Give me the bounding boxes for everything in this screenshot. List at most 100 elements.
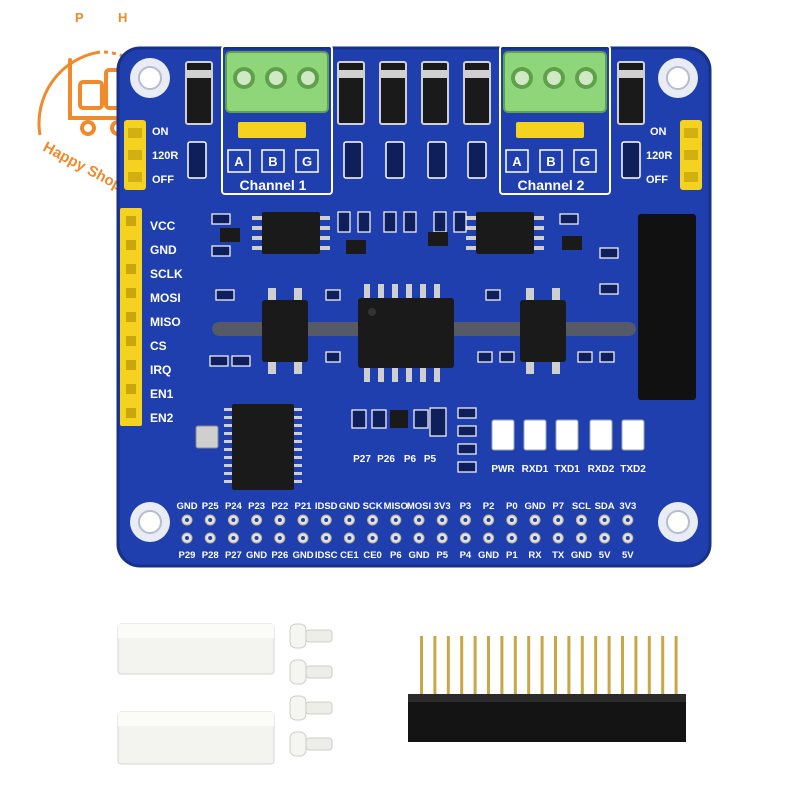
led-label-pwr: PWR — [491, 464, 515, 475]
mounting-holes — [130, 58, 698, 542]
gpio-bottom-label: P26 — [271, 550, 288, 561]
header-pin — [567, 636, 571, 694]
transceiver-chip-2 — [466, 212, 544, 254]
optocoupler-1 — [262, 288, 308, 374]
nylon-standoff-1 — [117, 623, 275, 675]
channel2-pin-g: G — [580, 154, 590, 169]
spi-label-miso: MISO — [150, 315, 181, 329]
header-pin — [634, 636, 638, 694]
test-pad-label-p5: P5 — [424, 454, 437, 465]
header-pin — [433, 636, 437, 694]
gpio-bottom-label: P29 — [179, 550, 196, 561]
channel2-jumper — [516, 122, 584, 138]
cart-logo-icon — [68, 58, 130, 136]
test-pad-label-p6: P6 — [404, 454, 417, 465]
led-label-txd2: TXD2 — [620, 464, 646, 475]
nylon-standoff-2 — [117, 711, 275, 765]
channel2-pin-a: A — [512, 154, 522, 169]
header-pin — [580, 636, 584, 694]
spi-label-vcc: VCC — [150, 219, 176, 233]
channel2-pin-labels: A B G — [505, 149, 597, 173]
male-pin-header — [408, 636, 686, 742]
channel1-title: Channel 1 — [240, 177, 307, 193]
gpio-bottom-label: GND — [408, 550, 429, 561]
channel1-pin-labels: A B G — [227, 149, 319, 173]
gpio-bottom-label: P27 — [225, 550, 242, 561]
header-pin — [473, 636, 477, 694]
gpio-bottom-label: 5V — [599, 550, 611, 561]
uart-controller-chip — [224, 404, 302, 490]
channel1-screw-terminal — [225, 51, 329, 113]
gpio-bottom-label: CE0 — [363, 550, 381, 561]
test-pad-label-p26: P26 — [377, 454, 395, 465]
isolator-chip — [358, 284, 454, 382]
dc-dc-module — [638, 214, 696, 400]
gpio-top-label: P7 — [552, 501, 564, 512]
gpio-top-label: SDA — [595, 501, 615, 512]
header-pin — [460, 636, 464, 694]
led-label-rxd2: RXD2 — [588, 464, 615, 475]
gpio-bottom-label: 5V — [622, 550, 634, 561]
spi-label-en2: EN2 — [150, 411, 174, 425]
gpio-bottom-label: GND — [571, 550, 592, 561]
watermark-letter-p: P — [75, 10, 84, 25]
channel2-title: Channel 2 — [518, 177, 585, 193]
spi-control-header: VCC GND SCLK MOSI MISO CS IRQ EN1 EN2 — [120, 208, 183, 426]
gpio-bottom-label: TX — [552, 550, 565, 561]
gpio-bottom-label: P5 — [436, 550, 448, 561]
spi-label-mosi: MOSI — [150, 291, 181, 305]
gpio-bottom-label: P4 — [460, 550, 472, 561]
nylon-screw — [289, 623, 333, 649]
gpio-bottom-label: IDSC — [315, 550, 338, 561]
gpio-top-label: P2 — [483, 501, 495, 512]
led-resistors — [429, 407, 477, 473]
left-switch-120r: 120R — [152, 150, 178, 162]
spi-label-gnd: GND — [150, 243, 177, 257]
header-pin — [661, 636, 665, 694]
optocoupler-2 — [520, 288, 566, 374]
header-pin — [513, 636, 517, 694]
header-pin — [621, 636, 624, 694]
spi-label-cs: CS — [150, 339, 167, 353]
channel1-pin-g: G — [302, 154, 312, 169]
led-label-txd1: TXD1 — [554, 464, 580, 475]
channel2-screw-terminal — [503, 51, 607, 113]
gpio-top-label: P21 — [295, 501, 313, 512]
gpio-bottom-label: CE1 — [340, 550, 359, 561]
header-pin — [420, 636, 423, 694]
gpio-top-label: P22 — [271, 501, 288, 512]
header-pin — [594, 636, 598, 694]
right-switch-120r: 120R — [646, 150, 672, 162]
header-pin — [540, 636, 544, 694]
gpio-top-label: P23 — [248, 501, 265, 512]
gpio-top-label: IDSD — [315, 501, 338, 512]
gpio-top-label: GND — [524, 501, 545, 512]
right-switch-on: ON — [650, 126, 667, 138]
left-switch-on: ON — [152, 126, 169, 138]
spi-label-sclk: SCLK — [150, 267, 183, 281]
channel1-pin-b: B — [268, 154, 277, 169]
gpio-bottom-label: RX — [528, 550, 542, 561]
smd-components — [209, 211, 619, 367]
header-pin — [500, 636, 504, 694]
right-termination-switch: ON 120R OFF — [646, 120, 702, 190]
status-leds: PWR RXD1 TXD1 RXD2 TXD2 — [491, 419, 646, 475]
nylon-screw — [289, 731, 333, 757]
nylon-screws — [289, 623, 333, 757]
gpio-top-label: P25 — [202, 501, 220, 512]
header-pin — [527, 636, 531, 694]
gpio-top-label: SCK — [363, 501, 383, 512]
gpio-top-label: P0 — [506, 501, 518, 512]
test-pad-label-p27: P27 — [353, 454, 371, 465]
gpio-bottom-label: P28 — [202, 550, 219, 561]
spi-label-en1: EN1 — [150, 387, 174, 401]
spi-label-irq: IRQ — [150, 363, 171, 377]
header-pin — [647, 636, 651, 694]
rs485-can-hat-board: A B G A B G Channel 1 Channel 2 — [116, 45, 712, 568]
gpio-top-label: MOSI — [407, 501, 431, 512]
gpio-bottom-label: P1 — [506, 550, 518, 561]
header-pin — [607, 636, 611, 694]
nylon-screw — [289, 695, 333, 721]
